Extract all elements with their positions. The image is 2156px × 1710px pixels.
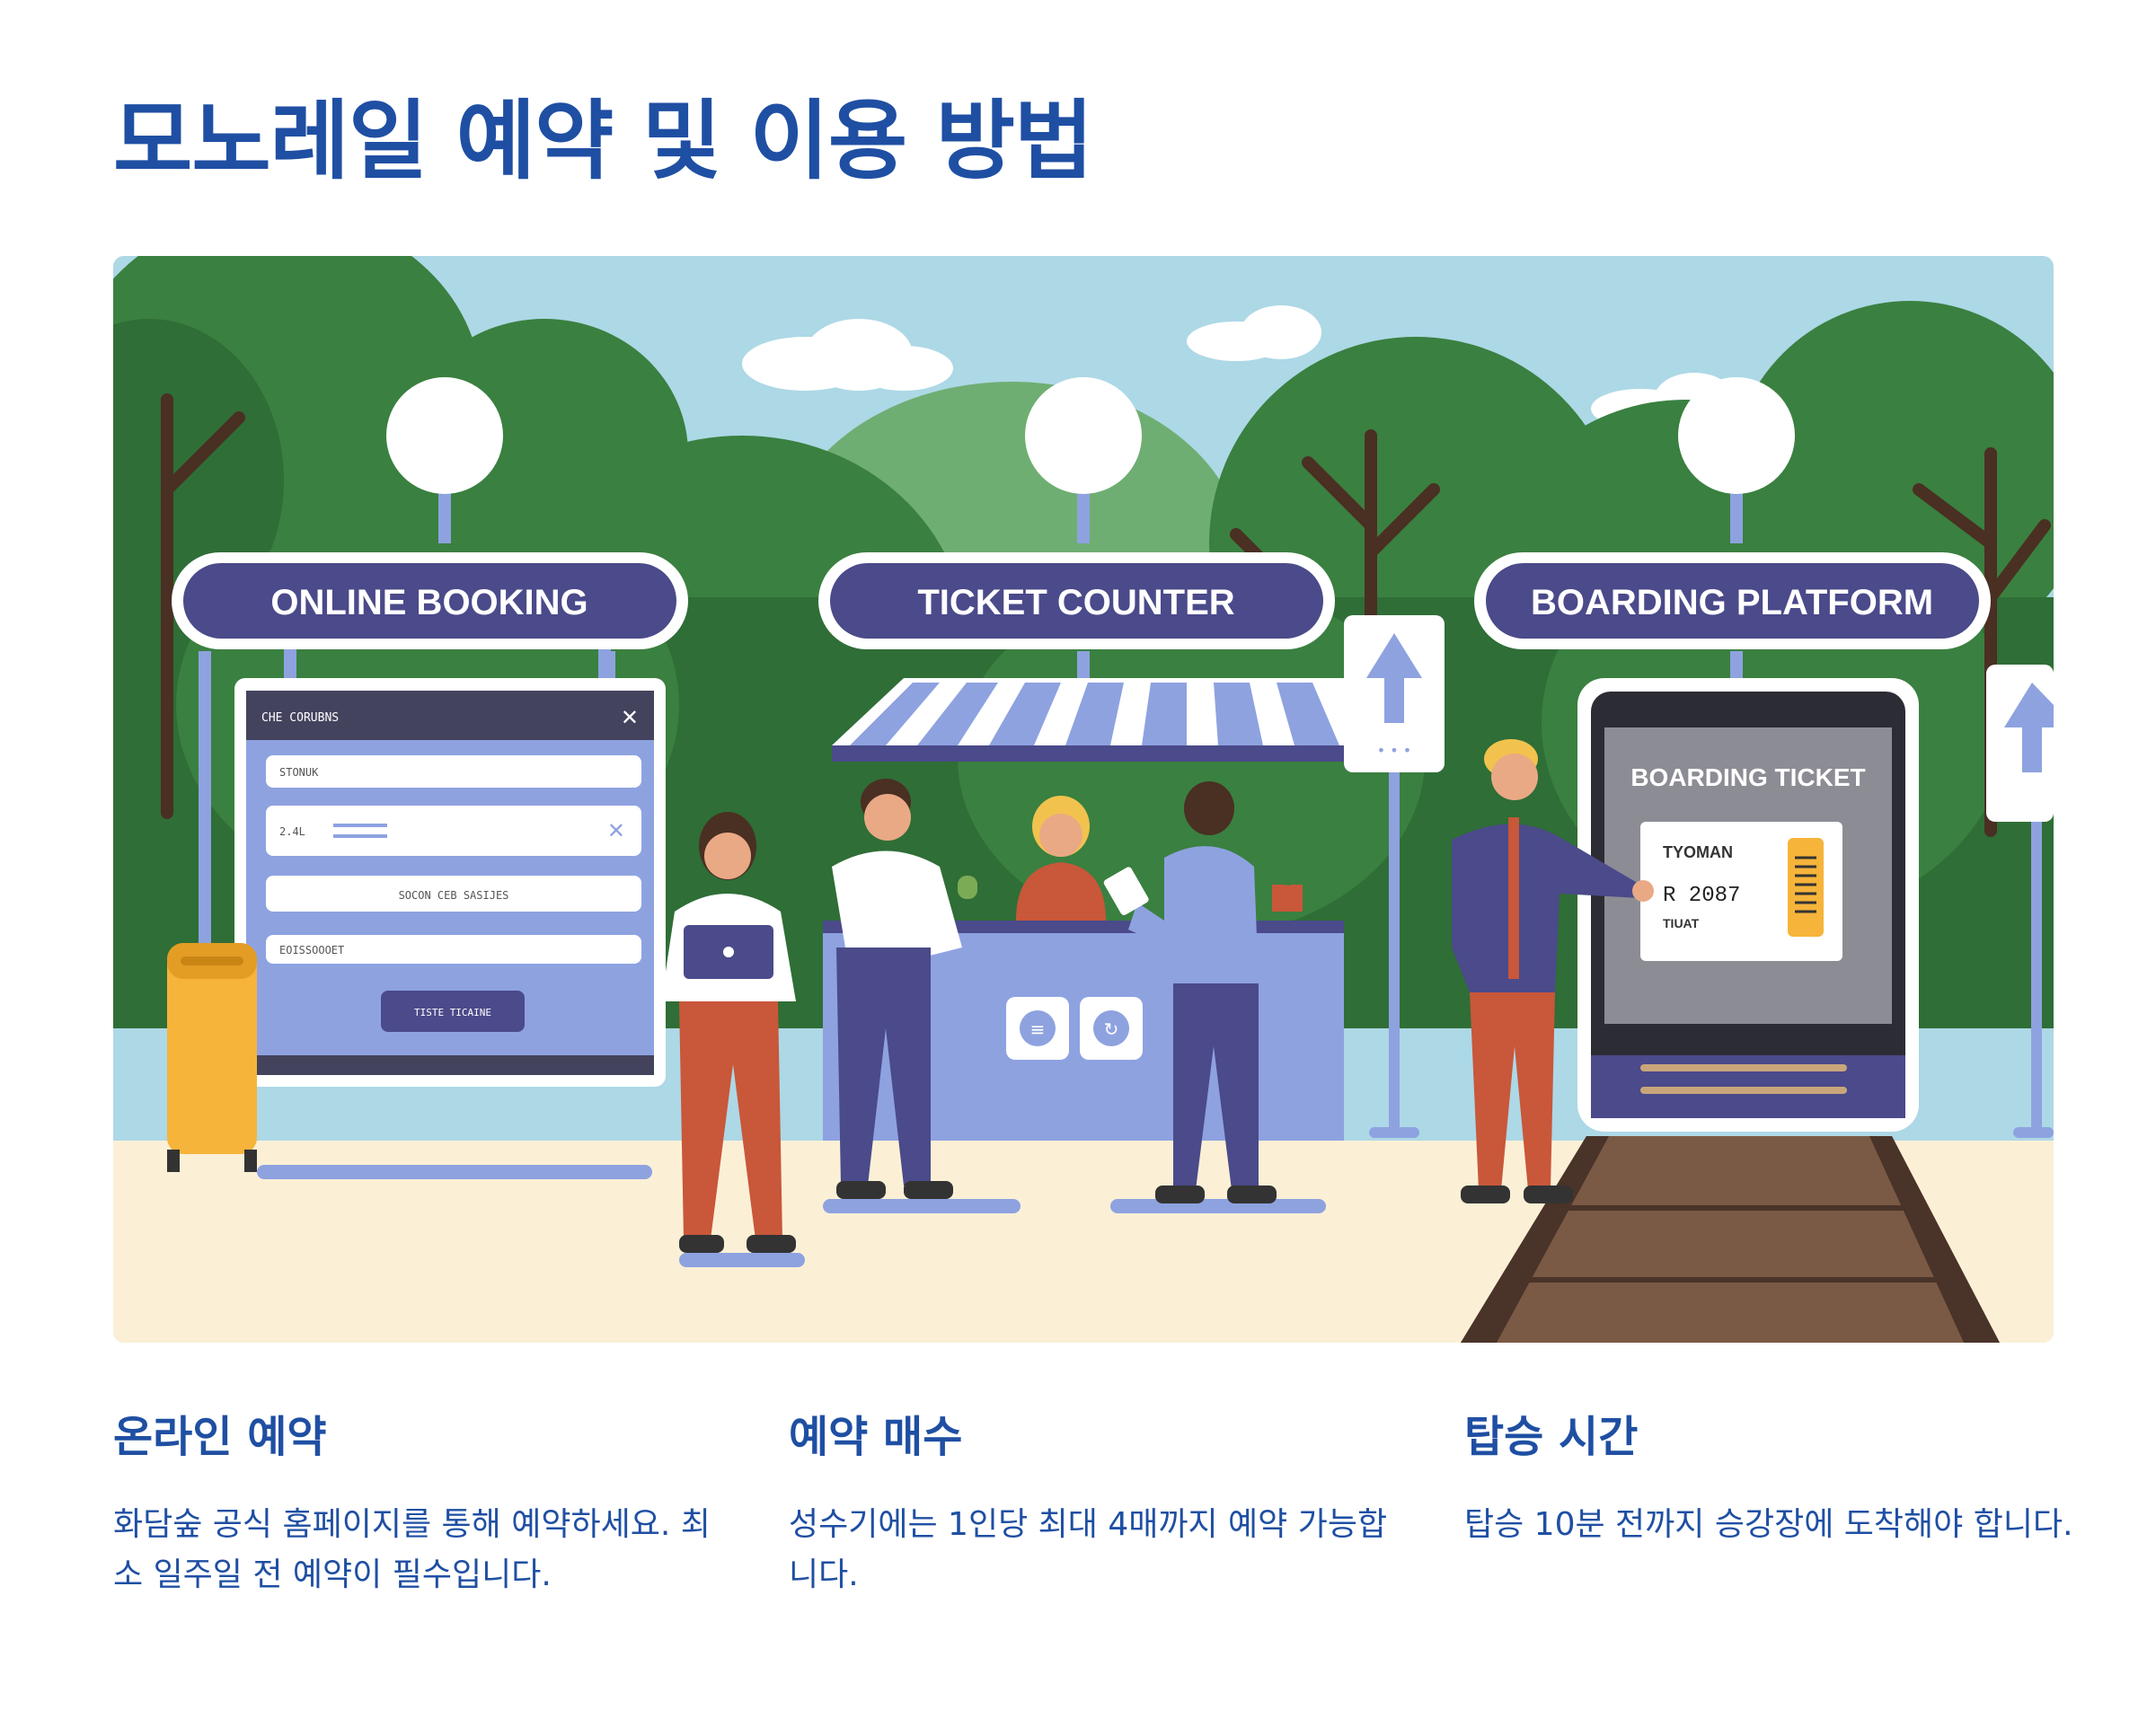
booking-field-clear-icon: ✕ — [607, 818, 625, 843]
booking-close-icon: ✕ — [621, 705, 639, 730]
booking-field-3: SOCON CEB SASIJES — [399, 889, 509, 902]
ticket-line-3: TIUAT — [1663, 916, 1700, 930]
sign-boarding-platform: BOARDING PLATFORM — [1531, 583, 1933, 622]
info-sections: 온라인 예약 화담숲 공식 홈페이지를 통해 예약하세요. 최소 일주일 전 예… — [113, 1410, 2073, 1608]
page-title: 모노레일 예약 및 이용 방법 — [113, 91, 1093, 191]
person-platform-guide — [1452, 739, 1654, 1203]
hero-illustration: ONLINE BOOKING CHE CORUBNS ✕ STONUK 2.4L… — [113, 256, 2054, 1343]
person-counter-clerk — [1016, 796, 1106, 921]
section-title: 탑승 시간 — [1464, 1412, 1639, 1462]
barcode-icon — [1795, 856, 1816, 913]
branches — [161, 393, 2051, 837]
direction-signs: • • • — [1344, 615, 2054, 1138]
person-customer — [1103, 781, 1277, 1203]
ticket-line-1: TYOMAN — [1663, 843, 1733, 861]
section-boarding-time: 탑승 시간 탑승 10분 전까지 승강장에 도착해야 합니다. — [1464, 1410, 2075, 1550]
section-title: 예약 매수 — [789, 1412, 963, 1462]
booking-screen-button: TISTE TICAINE — [414, 1007, 491, 1018]
arrow-up-icon — [1366, 633, 1422, 723]
booking-field-4: EOISSOOOET — [279, 944, 344, 956]
svg-text:• • •: • • • — [1377, 742, 1411, 759]
person-staff — [832, 779, 977, 1199]
ticket-line-2: R 2087 — [1663, 884, 1740, 908]
section-body: 성수기에는 1인당 최대 4매까지 예약 가능합니다. — [789, 1506, 1388, 1593]
online-booking-station: ONLINE BOOKING CHE CORUBNS ✕ STONUK 2.4L… — [172, 552, 688, 1179]
section-body: 화담숲 공식 홈페이지를 통해 예약하세요. 최소 일주일 전 예약이 필수입니… — [113, 1506, 711, 1593]
section-ticket-limit: 예약 매수 성수기에는 1인당 최대 4매까지 예약 가능합니다. — [789, 1410, 1400, 1600]
section-body: 탑승 10분 전까지 승강장에 도착해야 합니다. — [1464, 1506, 2073, 1543]
boarding-ticket-heading: BOARDING TICKET — [1630, 763, 1865, 791]
person-laptop — [661, 812, 805, 1267]
sign-online-booking: ONLINE BOOKING — [270, 583, 588, 622]
section-title: 온라인 예약 — [113, 1412, 327, 1462]
booking-field-2: 2.4L — [279, 825, 305, 838]
arrow-up-icon-2 — [2004, 683, 2054, 772]
booking-screen-header: CHE CORUBNS — [261, 711, 339, 725]
mailbox — [167, 943, 257, 1172]
boarding-platform-station: BOARDING PLATFORM BOARDING TICKET TYOMAN… — [1474, 552, 1991, 1132]
illustration-svg: ONLINE BOOKING CHE CORUBNS ✕ STONUK 2.4L… — [113, 256, 2054, 1343]
rail-track — [1461, 1136, 2000, 1343]
booking-field-1: STONUK — [279, 766, 319, 779]
street-lamps — [386, 377, 1795, 543]
counter-menu-icon: ≡ — [1030, 1018, 1046, 1040]
counter-refresh-icon: ↻ — [1104, 1018, 1119, 1040]
section-online-booking: 온라인 예약 화담숲 공식 홈페이지를 통해 예약하세요. 최소 일주일 전 예… — [113, 1410, 724, 1600]
sign-ticket-counter: TICKET COUNTER — [917, 583, 1234, 622]
